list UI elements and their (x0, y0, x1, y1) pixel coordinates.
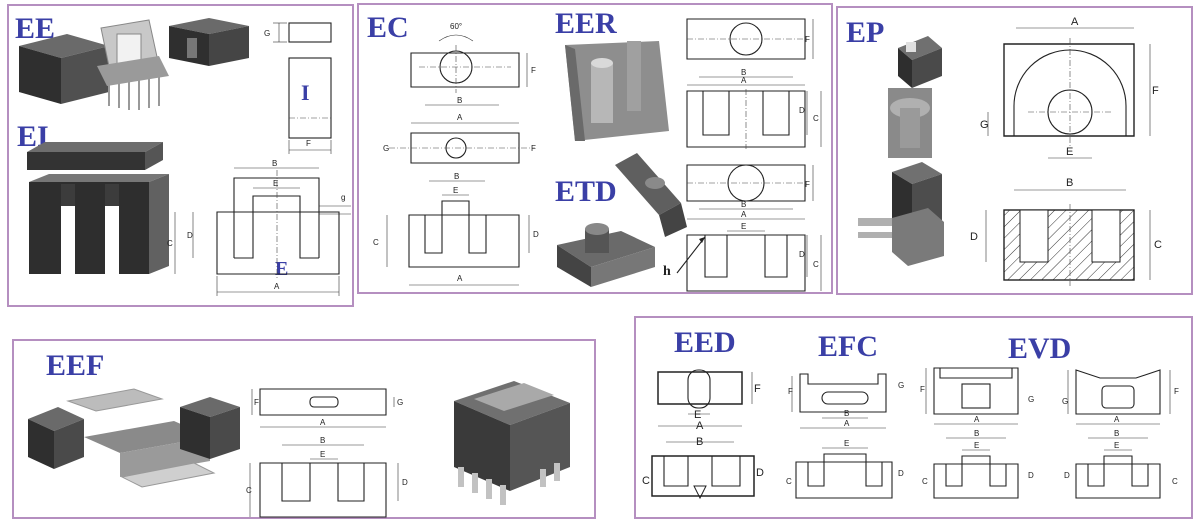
ec-angle: 60° (450, 22, 462, 31)
eer-dim-a: A (741, 76, 747, 85)
evd2-dim-e: E (1114, 441, 1119, 450)
title-eer: EER (555, 7, 617, 40)
ep-core-image (858, 36, 944, 266)
etd-dim-c: C (813, 260, 819, 269)
title-ec: EC (367, 11, 409, 44)
evd1-dim-f: F (920, 385, 925, 394)
eef-dim-b: B (320, 436, 325, 445)
ec-dim-d: D (533, 230, 539, 239)
dim-b: B (272, 159, 277, 168)
efc-dim-g: G (898, 381, 904, 390)
ee-ei-drawing: G F B E D C A g (19, 18, 351, 296)
efc-dim-c: C (786, 477, 792, 486)
eef-dim-g: G (397, 398, 403, 407)
eef-dim-a: A (320, 418, 326, 427)
etd-dim-f: F (805, 180, 810, 189)
etd-dim-e: E (741, 222, 746, 231)
eer-dim-d: D (799, 106, 805, 115)
evd2-dim-f: F (1174, 387, 1179, 396)
title-efc: EFC (818, 330, 878, 363)
label-part-i: I (301, 80, 310, 105)
evd2-dim-c: C (1172, 477, 1178, 486)
efc-dim-d: D (898, 469, 904, 478)
eed-dim-b: B (696, 436, 703, 448)
panel-ec-eer-etd: EC EER ETD 60° F B A G F B E C D A (357, 3, 833, 294)
panel-eef: EEF F G A B E C D (12, 339, 596, 519)
dim-e: E (273, 179, 278, 188)
etd-dim-a: A (741, 210, 747, 219)
ec-dim-a2: A (457, 274, 463, 283)
eed-dim-e: E (694, 409, 701, 421)
ec-dim-b: B (457, 96, 462, 105)
panel-eed-efc-evd: EED EFC EVD F E A B C D F G B A E C (634, 316, 1193, 519)
dim-a: A (274, 282, 280, 291)
eer-core-image (565, 41, 669, 141)
ec-dim-f2: F (531, 144, 536, 153)
eer-dim-b: B (741, 68, 746, 77)
etd-core-image (557, 153, 687, 287)
eer-dim-c: C (813, 114, 819, 123)
eed-dim-f: F (754, 383, 761, 395)
evd2-dim-a: A (1114, 415, 1120, 424)
evd1-dim-c: C (922, 477, 928, 486)
ec-dim-f: F (531, 66, 536, 75)
ep-dim-f: F (1152, 85, 1159, 97)
ec-dim-c: C (373, 238, 379, 247)
title-eef: EEF (46, 349, 105, 382)
evd1-dim-e: E (974, 441, 979, 450)
efc-dim-f: F (788, 387, 793, 396)
evd1-dim-b: B (974, 429, 979, 438)
ep-dim-g: G (980, 119, 989, 131)
etd-dim-b: B (741, 200, 746, 209)
title-ep: EP (846, 16, 885, 49)
title-evd: EVD (1008, 332, 1072, 365)
efc-dim-e: E (844, 439, 849, 448)
efc-dim-a: A (844, 419, 850, 428)
ec-dim-a: A (457, 113, 463, 122)
eed-dim-a: A (696, 420, 704, 432)
eef-drawing: F G A B E C D (28, 381, 570, 518)
evd1-dim-d: D (1028, 471, 1034, 480)
evd2-dim-g: G (1062, 397, 1068, 406)
eer-dim-f: F (805, 35, 810, 44)
eef-core-image (28, 388, 240, 488)
dim-g: G (264, 29, 270, 38)
ep-dim-b: B (1066, 177, 1073, 189)
eed-dim-d: D (756, 467, 764, 479)
evd1-dim-a: A (974, 415, 980, 424)
eef-transformer-image (454, 381, 570, 505)
title-ee: EE (15, 12, 56, 45)
dim-c: C (167, 239, 173, 248)
eed-dim-c: C (642, 475, 650, 487)
ep-dim-a: A (1071, 16, 1079, 28)
ee-core-image (19, 18, 249, 110)
efc-dim-b: B (844, 409, 849, 418)
ei-core-image (27, 142, 169, 274)
ec-eer-etd-drawing: 60° F B A G F B E C D A (373, 18, 822, 292)
dim-d: D (187, 231, 193, 240)
ep-drawing: A F G E B D C (858, 16, 1162, 286)
dim-gap: g (341, 193, 345, 202)
eef-dim-f: F (254, 398, 259, 407)
ec-dim-b2: B (454, 172, 459, 181)
ec-dim-e: E (453, 186, 458, 195)
dim-f: F (306, 139, 311, 148)
etd-dim-d: D (799, 250, 805, 259)
title-etd: ETD (555, 175, 617, 208)
eef-dim-c: C (246, 486, 252, 495)
panel-ee-ei: EE EI I E (7, 4, 354, 307)
eef-dim-d: D (402, 478, 408, 487)
etd-label-h: h (663, 264, 671, 279)
eef-dim-e: E (320, 450, 325, 459)
ep-dim-d: D (970, 231, 978, 243)
evd1-dim-g: G (1028, 395, 1034, 404)
title-eed: EED (674, 326, 736, 359)
panel-ep: EP A F G E B (836, 6, 1193, 295)
eed-efc-evd-drawing: F E A B C D F G B A E C D F G (642, 367, 1179, 500)
evd2-dim-d: D (1064, 471, 1070, 480)
ep-dim-c: C (1154, 239, 1162, 251)
evd2-dim-b: B (1114, 429, 1119, 438)
ec-dim-g: G (383, 144, 389, 153)
ep-dim-e: E (1066, 146, 1073, 158)
